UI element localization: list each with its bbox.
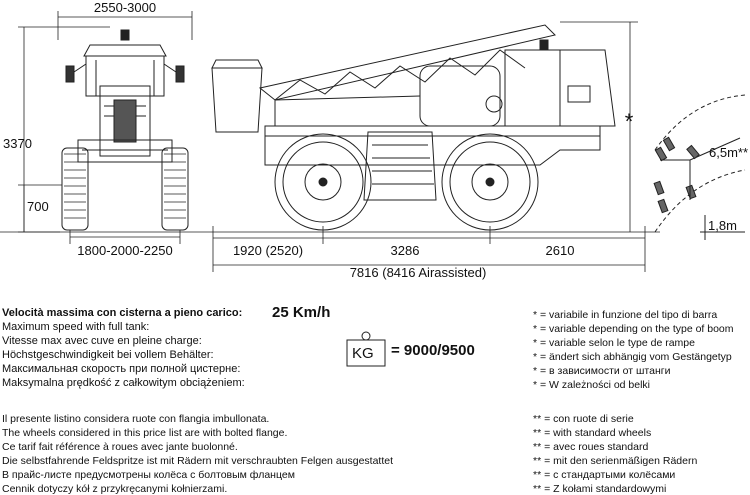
side-view-front-wheel [274, 133, 372, 231]
dim-top-width: 2550-3000 [94, 0, 156, 15]
wheels-note-fr: Ce tarif fait référence à roues avec jan… [2, 441, 238, 453]
dim-rear-overhang: 2610 [546, 243, 575, 258]
note-single-de: * = ändert sich abhängig vom Gestängetyp [533, 351, 732, 363]
note-single-ru: * = в зависимости от штанги [533, 365, 671, 377]
wheels-note-en: The wheels considered in this price list… [2, 427, 288, 439]
dim-turning-offset: 1,8m [708, 218, 737, 233]
turning-radius-diagram [653, 94, 746, 240]
dim-front-overhang: 1920 (2520) [233, 243, 303, 258]
wheels-note-ru: В прайс-листе предусмотрены колёса с бол… [2, 469, 295, 481]
weight-value: = 9000/9500 [391, 342, 475, 359]
note-single-it: * = variabile in funzione del tipo di ba… [533, 309, 718, 321]
note-double-ru: ** = с стандартыми колёсами [533, 469, 676, 481]
dim-turning-radius: 6,5m** [709, 145, 748, 160]
note-single-fr: * = variable selon le type de rampe [533, 337, 695, 349]
dim-ground-clearance: 700 [27, 199, 49, 214]
speed-label-it: Velocità massima con cisterna a pieno ca… [2, 307, 243, 319]
speed-label-ru: Максимальная скорость при полной цистерн… [2, 363, 241, 375]
note-double-en: ** = with standard wheels [533, 427, 652, 439]
front-view-vehicle [61, 29, 189, 231]
speed-value: 25 Km/h [272, 304, 331, 321]
note-double-pl: ** = Z kołami standardowymi [533, 483, 667, 495]
speed-label-fr: Vitesse max avec cuve en pleine charge: [2, 335, 202, 347]
side-view-vehicle [211, 24, 616, 201]
weight-icon-label: KG [352, 345, 374, 362]
wheels-note-de: Die selbstfahrende Feldspritze ist mit R… [2, 455, 394, 467]
technical-drawing: 2550-3000 3370 700 1800-2000-2250 1920 (… [0, 0, 748, 280]
note-single-pl: * = W zależności od belki [533, 379, 651, 391]
dim-height-total: 3370 [3, 136, 32, 151]
note-double-fr: ** = avec roues standard [533, 441, 649, 453]
note-double-de: ** = mit den serienmäßigen Rädern [533, 455, 698, 467]
dim-track-width: 1800-2000-2250 [77, 243, 172, 258]
wheels-note-it: Il presente listino considera ruote con … [2, 413, 270, 425]
note-double-it: ** = con ruote di serie [533, 413, 634, 425]
dim-wheelbase: 3286 [391, 243, 420, 258]
dim-height-variable-mark: * [625, 109, 634, 134]
speed-label-de: Höchstgeschwindigkeit bei vollem Behälte… [2, 349, 214, 361]
side-view-rear-wheel [441, 133, 539, 231]
wheels-note-pl: Cennik dotyczy kół z przykręcanymi kołni… [2, 483, 228, 495]
dim-total-length: 7816 (8416 Airassisted) [350, 265, 487, 280]
speed-label-en: Maximum speed with full tank: [2, 321, 150, 333]
note-single-en: * = variable depending on the type of bo… [533, 323, 734, 335]
weight-icon: KG [346, 330, 386, 368]
speed-label-pl: Maksymalna prędkość z całkowitym obciąże… [2, 377, 245, 389]
